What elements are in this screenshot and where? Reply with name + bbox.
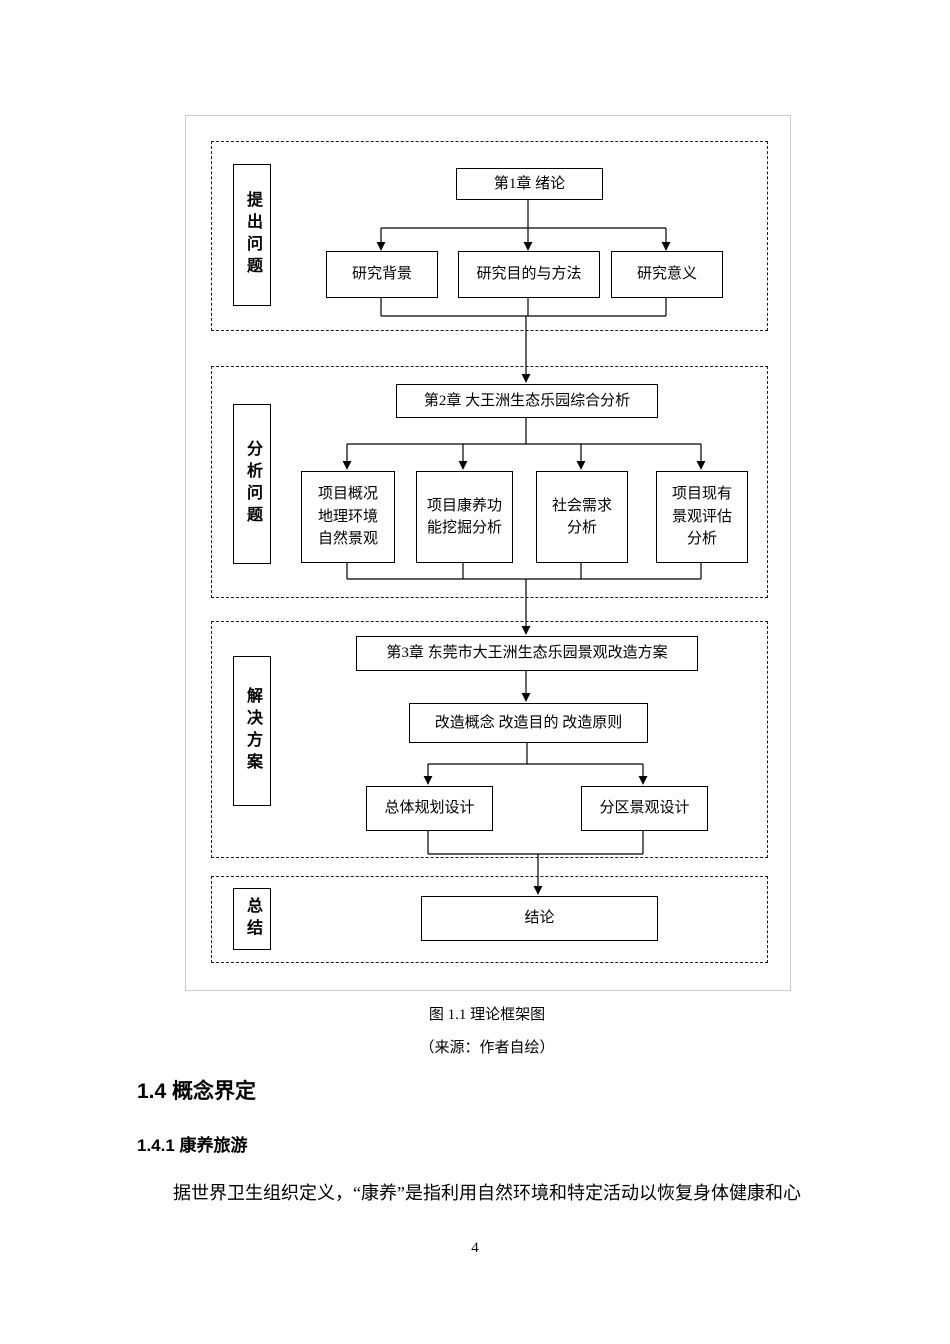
node-research-background: 研究背景 <box>326 251 438 298</box>
node-social-demand: 社会需求 分析 <box>536 471 628 563</box>
node-transform-concept: 改造概念 改造目的 改造原则 <box>409 703 648 743</box>
body-paragraph: 据世界卫生组织定义，“康养”是指利用自然环境和特定活动以恢复身体健康和心 <box>173 1183 801 1203</box>
node-conclusion: 结论 <box>421 896 658 941</box>
node-research-purpose: 研究目的与方法 <box>458 251 600 298</box>
section-heading: 1.4 概念界定 <box>137 1080 257 1103</box>
node-master-plan: 总体规划设计 <box>366 786 493 831</box>
stage-label-solution: 解决方案 <box>233 656 271 806</box>
node-zone-design: 分区景观设计 <box>581 786 708 831</box>
node-chapter3: 第3章 东莞市大王洲生态乐园景观改造方案 <box>356 636 698 671</box>
node-project-overview: 项目概况 地理环境 自然景观 <box>301 471 395 563</box>
figure-caption: 图 1.1 理论框架图 <box>428 1007 546 1023</box>
node-chapter1: 第1章 绪论 <box>456 168 603 200</box>
section-analyze-problem <box>211 366 768 598</box>
node-landscape-evaluation: 项目现有 景观评估 分析 <box>656 471 748 563</box>
section-solution <box>211 621 768 858</box>
node-research-significance: 研究意义 <box>611 251 723 298</box>
stage-label-analyze-problem: 分析问题 <box>233 404 271 564</box>
section-summary <box>211 876 768 963</box>
figure-source: （来源：作者自绘） <box>419 1040 555 1056</box>
subsection-heading: 1.4.1 康养旅游 <box>137 1136 248 1155</box>
node-chapter2: 第2章 大王洲生态乐园综合分析 <box>396 384 658 418</box>
stage-label-summary: 总结 <box>233 888 271 950</box>
section-raise-problem <box>211 141 768 331</box>
framework-figure: 提出问题 分析问题 解决方案 总结 第1章 绪论 研究背景 研究目的与方法 研究… <box>185 115 791 991</box>
stage-label-raise-problem: 提出问题 <box>233 164 271 306</box>
page-number: 4 <box>471 1240 479 1256</box>
node-health-function: 项目康养功 能挖掘分析 <box>416 471 513 563</box>
